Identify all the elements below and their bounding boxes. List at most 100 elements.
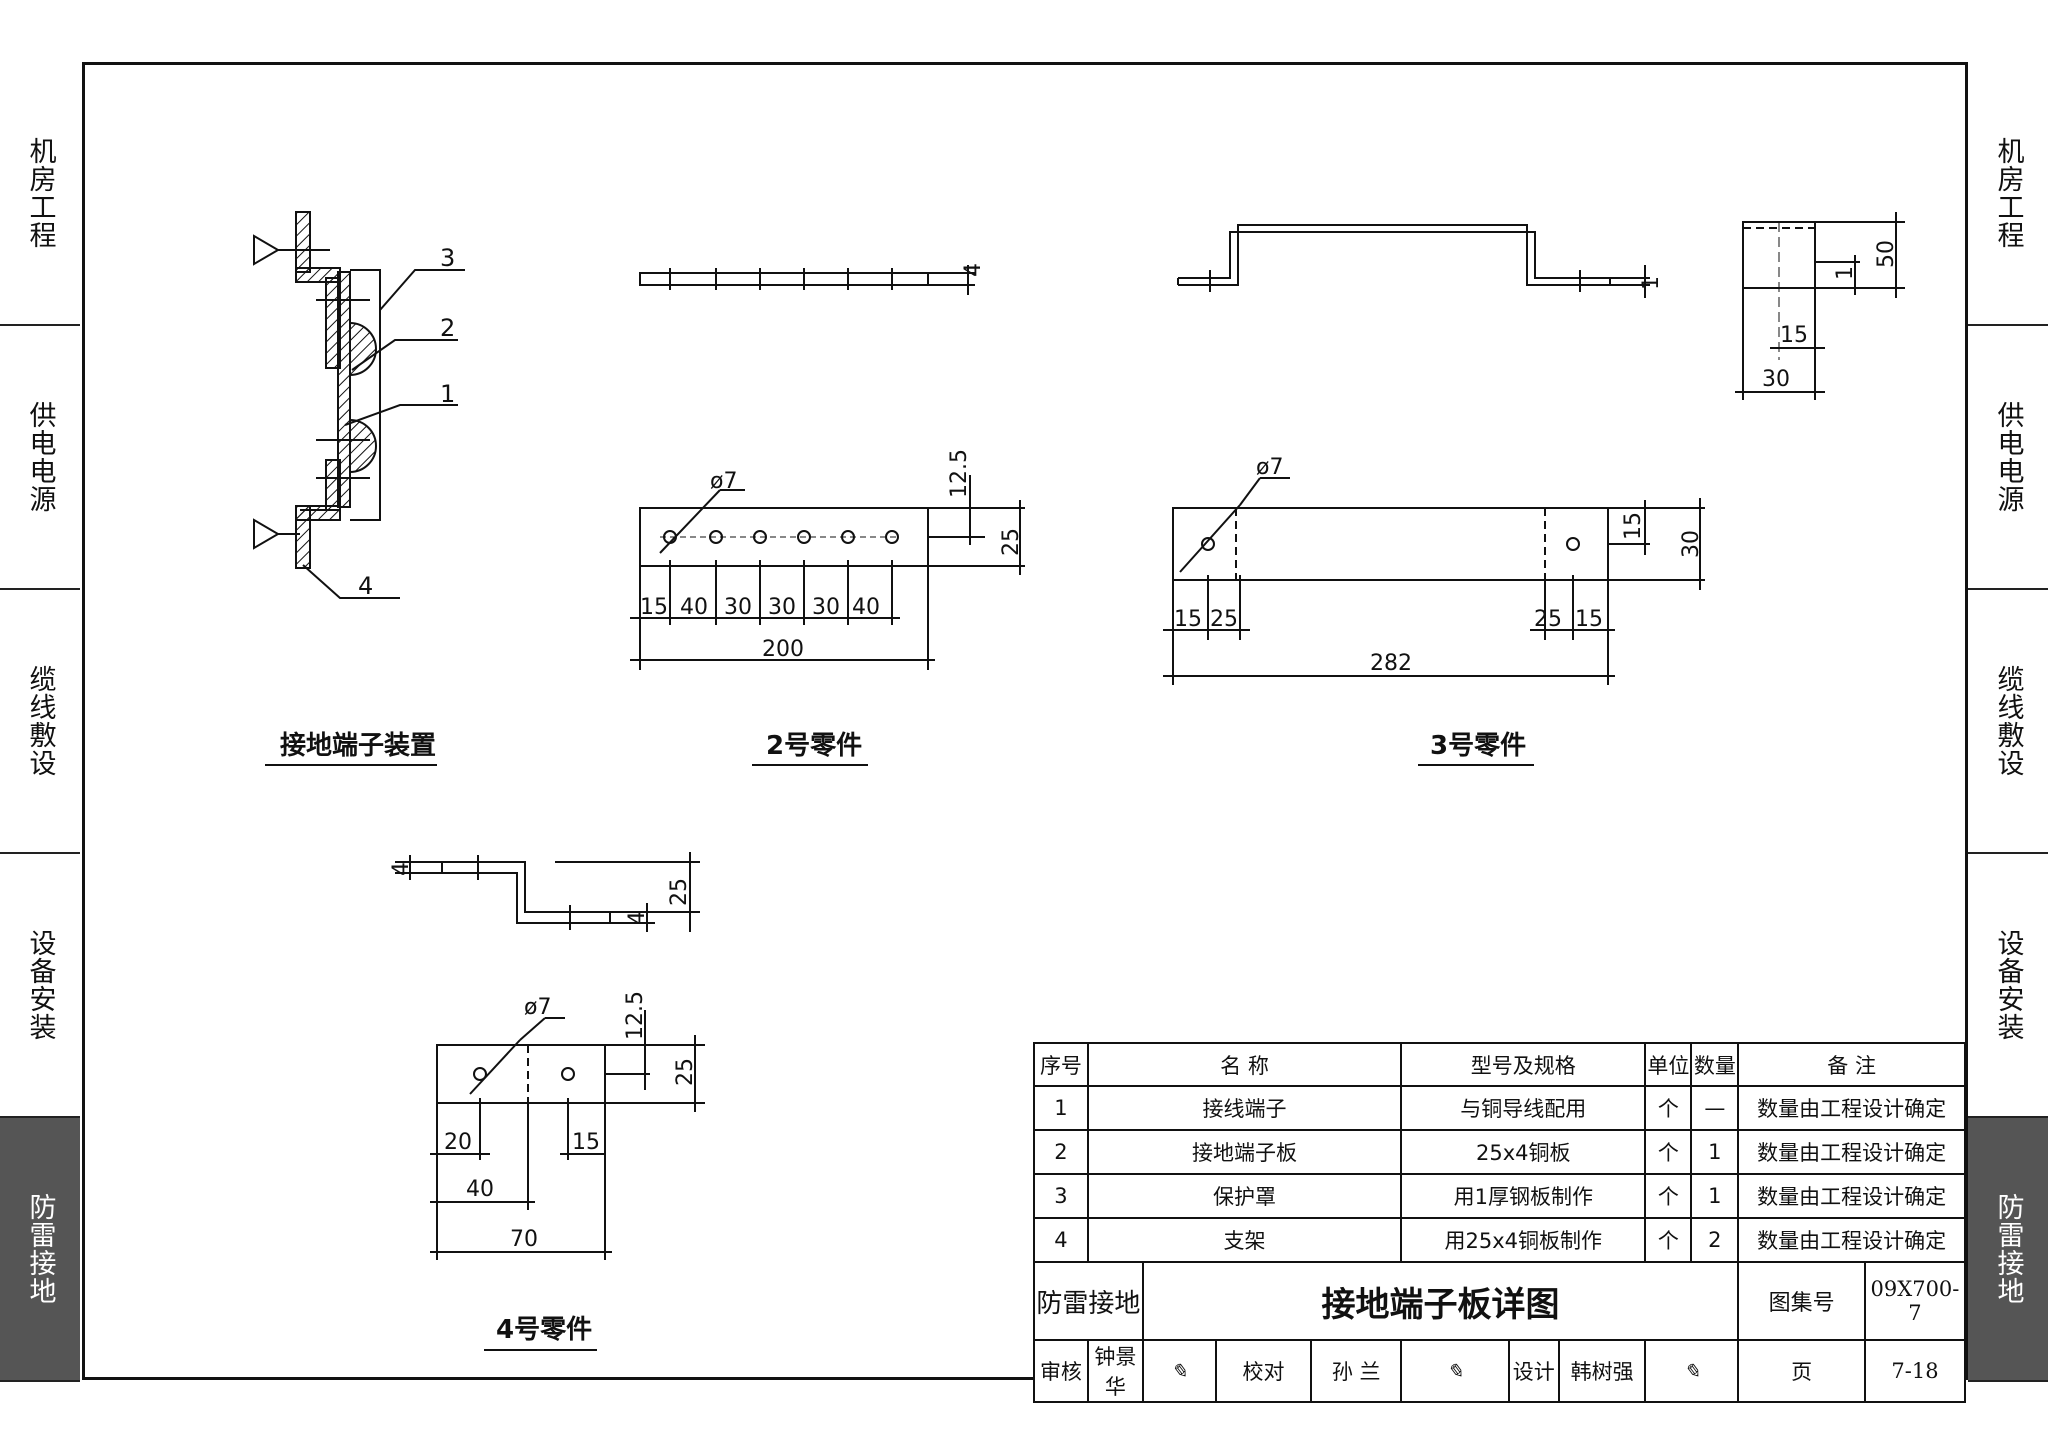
bom-cell-remark: 数量由工程设计确定 <box>1737 1129 1966 1175</box>
part3-dim-right-1: 25 <box>1534 607 1562 632</box>
side-tab-lightning[interactable]: 防雷接地 <box>1968 1118 2048 1382</box>
bom-cell-remark: 数量由工程设计确定 <box>1737 1173 1966 1219</box>
bom-header-index: 序号 <box>1033 1042 1089 1087</box>
callout-2: 2 <box>440 314 455 342</box>
callout-1: 1 <box>440 380 455 408</box>
side-tab-power-supply[interactable]: 供电电源 <box>0 326 80 590</box>
side-tab-power-supply[interactable]: 供电电源 <box>1968 326 2048 590</box>
part3-elevation <box>1177 224 1650 298</box>
bom-cell-index: 4 <box>1033 1217 1089 1263</box>
bom-cell-unit: 个 <box>1644 1085 1693 1131</box>
atlas-number: 09X700-7 <box>1863 1261 1967 1341</box>
bom-header-remark: 备 注 <box>1737 1042 1966 1087</box>
bom-cell-name: 保护罩 <box>1086 1173 1403 1219</box>
part4-elevation <box>395 852 700 932</box>
part4-width: 25 <box>673 1058 698 1086</box>
part4-height: 25 <box>667 878 692 906</box>
review-label: 审核 <box>1033 1339 1089 1403</box>
drawing-title: 接地端子板详图 <box>1141 1261 1740 1341</box>
bom-row: 1 接线端子 与铜导线配用 个 — 数量由工程设计确定 <box>1033 1085 1966 1131</box>
part2-caption: 2号零件 <box>766 731 862 761</box>
part4-half-width: 12.5 <box>623 991 648 1040</box>
designer-name: 韩树强 <box>1557 1339 1647 1403</box>
reviewer-signature: ✎ <box>1141 1339 1217 1403</box>
bom-cell-unit: 个 <box>1644 1129 1693 1175</box>
signature-row: 审核 钟景华 ✎ 校对 孙 兰 ✎ 设计 韩树强 ✎ 页 7-18 <box>1033 1339 1967 1403</box>
part3-hole-label: ø7 <box>1256 455 1283 480</box>
part4-dim-40: 40 <box>466 1177 494 1202</box>
drawing-frame <box>82 62 1968 1380</box>
bom-header-row: 序号 名 称 型号及规格 单位 数量 备 注 <box>1033 1042 1966 1087</box>
part4-dim-20: 20 <box>444 1130 472 1155</box>
side-tab-cabling[interactable]: 缆线敷设 <box>0 590 80 854</box>
bom-cell-qty: 2 <box>1690 1217 1740 1263</box>
bom-cell-name: 接线端子 <box>1086 1085 1403 1131</box>
part3-dim-right-2: 15 <box>1575 607 1603 632</box>
part3-side-width: 30 <box>1762 367 1790 392</box>
left-side-tabs: 机房工程 供电电源 缆线敷设 设备安装 防雷接地 <box>0 62 80 1382</box>
bom-cell-index: 2 <box>1033 1129 1089 1175</box>
bom-cell-qty: — <box>1690 1085 1740 1131</box>
part4-hole-label: ø7 <box>524 995 551 1020</box>
bom-row: 3 保护罩 用1厚钢板制作 个 1 数量由工程设计确定 <box>1033 1173 1966 1219</box>
part2-hole-label: ø7 <box>710 469 737 494</box>
part4-dim-70: 70 <box>510 1227 538 1252</box>
part2-elevation <box>639 265 975 295</box>
bom-cell-name: 接地端子板 <box>1086 1129 1403 1175</box>
bom-title-block: 序号 名 称 型号及规格 单位 数量 备 注 1 接线端子 与铜导线配用 个 —… <box>1033 1042 1967 1403</box>
part4-thickness-bottom: 4 <box>625 911 650 925</box>
check-label: 校对 <box>1214 1339 1313 1403</box>
bom-row: 4 支架 用25x4铜板制作 个 2 数量由工程设计确定 <box>1033 1217 1966 1263</box>
designer-signature: ✎ <box>1644 1339 1740 1403</box>
reviewer-name: 钟景华 <box>1086 1339 1144 1403</box>
part3-plan <box>1163 477 1705 685</box>
bom-cell-unit: 个 <box>1644 1173 1693 1219</box>
callout-4: 4 <box>358 572 373 600</box>
atlas-label: 图集号 <box>1737 1261 1866 1341</box>
part3-side-height: 50 <box>1874 240 1899 268</box>
side-tab-cabling[interactable]: 缆线敷设 <box>1968 590 2048 854</box>
page-label: 页 <box>1737 1339 1866 1403</box>
part2-total: 200 <box>762 637 804 662</box>
part3-width: 30 <box>1679 530 1704 558</box>
part3-dim-left-1: 15 <box>1174 607 1202 632</box>
part2-dim-5: 30 <box>812 595 840 620</box>
part2-dim-6: 40 <box>852 595 880 620</box>
side-tab-equipment[interactable]: 设备安装 <box>1968 854 2048 1118</box>
bom-cell-spec: 用1厚钢板制作 <box>1400 1173 1647 1219</box>
device-assembly <box>253 211 465 599</box>
side-tab-lightning[interactable]: 防雷接地 <box>0 1118 80 1382</box>
bom-cell-index: 1 <box>1033 1085 1089 1131</box>
design-label: 设计 <box>1507 1339 1560 1403</box>
part3-side-inner: 15 <box>1780 323 1808 348</box>
part3-side-view <box>1735 212 1905 400</box>
part2-half-width: 12.5 <box>947 449 972 498</box>
bom-cell-name: 支架 <box>1086 1217 1403 1263</box>
part2-dim-1: 15 <box>640 595 668 620</box>
part2-dim-4: 30 <box>768 595 796 620</box>
bom-cell-spec: 25x4铜板 <box>1400 1129 1647 1175</box>
bom-header-spec: 型号及规格 <box>1400 1042 1647 1087</box>
bom-header-name: 名 称 <box>1086 1042 1403 1087</box>
part2-dim-2: 40 <box>680 595 708 620</box>
side-tab-equipment[interactable]: 设备安装 <box>0 854 80 1118</box>
part4-plan <box>430 1010 705 1260</box>
bom-cell-qty: 1 <box>1690 1173 1740 1219</box>
bom-cell-remark: 数量由工程设计确定 <box>1737 1217 1966 1263</box>
part3-side-thickness: 1 <box>1833 266 1858 280</box>
title-category: 防雷接地 <box>1033 1261 1144 1341</box>
bom-cell-qty: 1 <box>1690 1129 1740 1175</box>
bom-cell-index: 3 <box>1033 1173 1089 1219</box>
bom-header-qty: 数量 <box>1690 1042 1740 1087</box>
page-number: 7-18 <box>1863 1339 1967 1403</box>
side-tab-machine-room[interactable]: 机房工程 <box>0 62 80 326</box>
bom-cell-remark: 数量由工程设计确定 <box>1737 1085 1966 1131</box>
side-tab-machine-room[interactable]: 机房工程 <box>1968 62 2048 326</box>
bom-cell-spec: 用25x4铜板制作 <box>1400 1217 1647 1263</box>
part3-dim-left-2: 25 <box>1210 607 1238 632</box>
right-side-tabs: 机房工程 供电电源 缆线敷设 设备安装 防雷接地 <box>1968 62 2048 1382</box>
part2-width: 25 <box>999 528 1024 556</box>
device-caption: 接地端子装置 <box>280 731 436 761</box>
bom-header-unit: 单位 <box>1644 1042 1693 1087</box>
